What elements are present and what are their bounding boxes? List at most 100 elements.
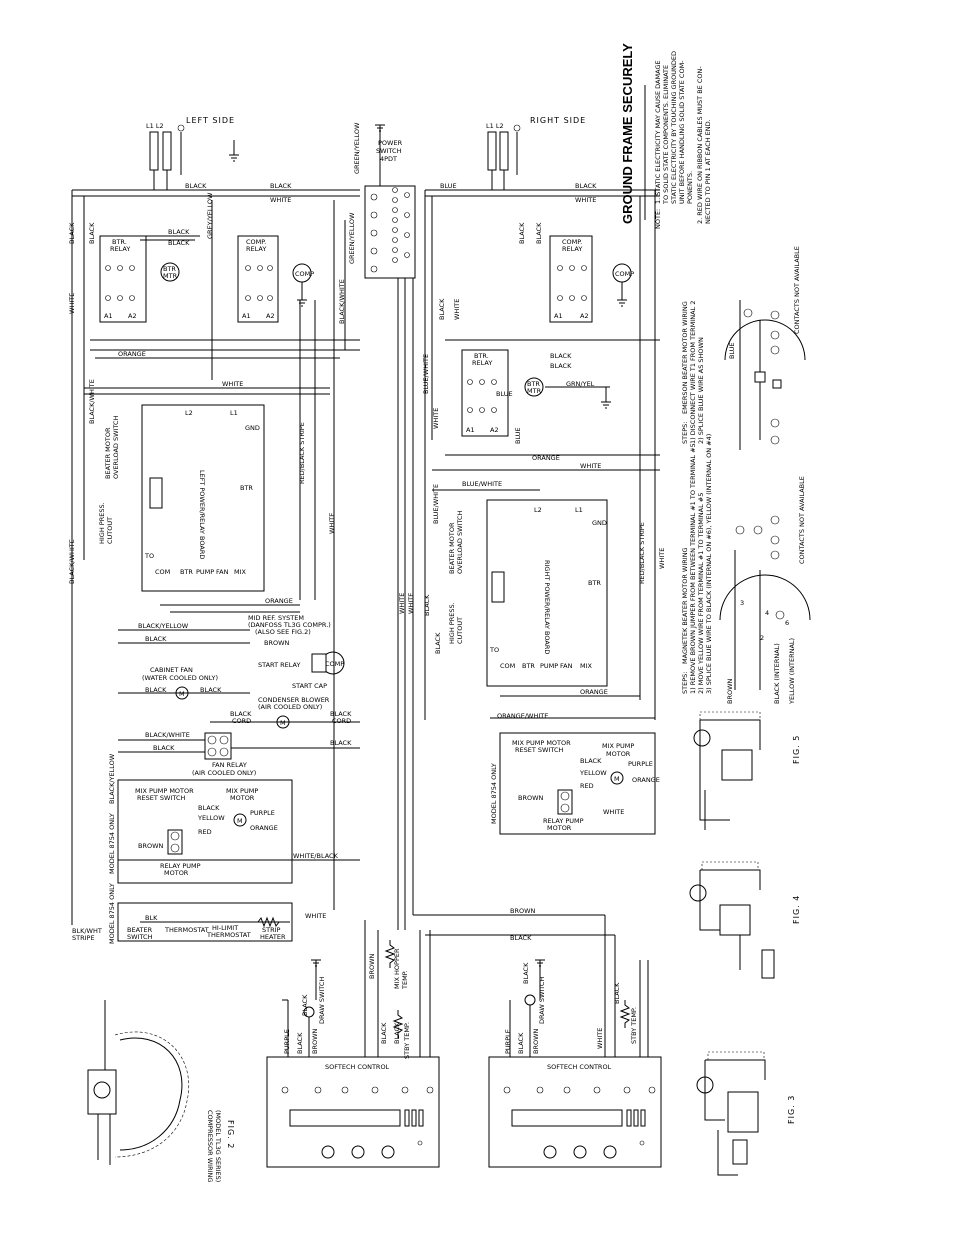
wire-label-blue-white: BLUE/WHITE [462, 480, 502, 488]
left-side-label: LEFT SIDE [186, 116, 235, 125]
note-line-6: 2. RED WIRE ON RIBBON CABLES MUST BE CON… [696, 66, 704, 224]
right-comp-relay-label-2: RELAY [562, 245, 582, 253]
wire-label-black: BLACK [168, 239, 190, 247]
svg-text:A1: A1 [242, 312, 251, 320]
right-fuse-l1 [487, 131, 497, 171]
right-side-label: RIGHT SIDE [530, 116, 586, 125]
left-cabinet-fan-label-2: (WATER COOLED ONLY) [142, 674, 218, 682]
svg-text:A1: A1 [554, 312, 563, 320]
left-comp-relay-label: COMP. [246, 238, 266, 246]
wire-label-brown: BROWN [518, 794, 544, 802]
wire-label-black: BLACK [200, 686, 222, 694]
wire-label-black: BLACK [575, 182, 597, 190]
wire-label-white: WHITE [407, 593, 415, 614]
wire-label-black-white: BLACK/WHITE [338, 279, 346, 324]
wire-label-purple: PURPLE [250, 809, 275, 817]
wire-label-stripe: STRIPE [72, 934, 95, 942]
left-compressor: COMP [292, 263, 314, 307]
wire-label-black-yellow: BLACK/YELLOW [138, 622, 189, 630]
wire-label-white: WHITE [68, 293, 76, 314]
left-mix-motor-label-2: MOTOR [230, 794, 255, 802]
emerson-step-2: 2) SPLICE BLUE WIRE AS SHOWN [697, 337, 705, 444]
svg-text:BTR: BTR [588, 579, 601, 587]
svg-text:A1: A1 [104, 312, 113, 320]
right-mix-motor-label-2: MOTOR [606, 750, 631, 758]
wire-label-black: BLACK [517, 1032, 525, 1054]
left-cabinet-fan-label: CABINET FAN [150, 666, 193, 674]
left-ground-icon [177, 124, 185, 175]
right-mix-pump-panel: MIX PUMP MOTOR RESET SWITCH MIX PUMP MOT… [490, 732, 660, 835]
right-relay-pump-label: RELAY PUMP [543, 817, 584, 825]
emerson-na-label: CONTACTS NOT AVAILABLE [793, 246, 801, 334]
svg-text:M: M [614, 775, 620, 783]
emerson-blue-label: BLUE [728, 342, 736, 359]
fig5-label: FIG. 5 [792, 735, 801, 764]
svg-text:L1: L1 [575, 506, 583, 514]
wire-label-brown: BROWN [510, 907, 536, 915]
left-board-label: LEFT POWER/RELAY BOARD [198, 470, 206, 559]
left-term-fan: FAN [216, 568, 229, 576]
wire-label-brown: BROWN [138, 842, 164, 850]
wire-label-black: BLACK [185, 182, 207, 190]
wire-label-red: RED [580, 782, 594, 790]
wire-label-brown: BROWN [532, 1028, 540, 1054]
wire-label-blue: BLUE [496, 390, 513, 398]
right-stby-thermistor [619, 1000, 631, 1028]
right-fuse-l2 [499, 131, 509, 171]
right-term-com: COM [500, 662, 515, 670]
wire-label-black: BLACK [88, 222, 96, 244]
left-refsys-label: MID REF. SYSTEM [248, 614, 304, 622]
wire-label-white: WHITE [603, 808, 624, 816]
wire-label-orange: ORANGE [118, 350, 146, 358]
wire-label-black: BLACK [145, 686, 167, 694]
wire-label-black: BLACK [168, 228, 190, 236]
svg-text:L2: L2 [185, 409, 193, 417]
wire-label-white: WHITE [305, 912, 326, 920]
left-heater-panel: BLK BEATER SWITCH THERMOSTAT HI-LIMIT TH… [108, 883, 293, 944]
svg-text:M: M [237, 817, 243, 825]
wire-label-black-cord: BLACK [230, 710, 252, 718]
left-stby-temp-label: STBY TEMP. [403, 1022, 411, 1059]
wire-label-black: BLACK [535, 222, 543, 244]
wire-label-grn-yel: GRN/YEL [566, 380, 595, 388]
right-draw-switch [524, 994, 536, 1006]
wire-label-black: BLACK [296, 1032, 304, 1054]
wire-label-purple: PURPLE [283, 1029, 291, 1054]
right-softech-control: SOFTECH CONTROL [488, 1056, 662, 1168]
wire-label-black: BLACK [270, 182, 292, 190]
svg-text:2: 2 [760, 634, 764, 642]
left-heater-label: BEATER [127, 926, 153, 934]
wire-label-black-white: BLACK/WHITE [88, 379, 96, 424]
wire-label-yellow: YELLOW [579, 769, 607, 777]
left-comp-relay-label-2: RELAY [246, 245, 266, 253]
note-line-2: TO SOLID STATE COMPONENTS. ELIMINATE [662, 65, 670, 205]
note-line-1: 1. STATIC ELECTRICITY MAY CAUSE DAMAGE [654, 60, 662, 204]
svg-text:TO: TO [489, 646, 499, 654]
right-board-label: RIGHT POWER/RELAY BOARD [543, 560, 551, 654]
svg-text:TO: TO [144, 552, 154, 560]
left-overload-label-2: OVERLOAD SWITCH [112, 415, 120, 479]
ground-frame-title: GROUND FRAME SECURELY [620, 43, 635, 224]
left-refsys-label-3: (ALSO SEE FIG.2) [255, 628, 311, 636]
wire-label-white: WHITE [453, 299, 461, 320]
fig3-label: FIG. 3 [787, 1095, 796, 1124]
wire-label-purple: PURPLE [504, 1029, 512, 1054]
wire-label-blue-white: BLUE/WHITE [422, 354, 430, 394]
right-term-fan: FAN [560, 662, 573, 670]
wire-label-white: WHITE [658, 548, 666, 569]
wire-label-black: BLACK [518, 222, 526, 244]
right-comp-label: COMP [615, 270, 634, 278]
wire-label-black: BLACK [438, 298, 446, 320]
right-stby-temp-label: STBY TEMP. [630, 1007, 638, 1044]
power-switch: POWER SWITCH 4PDT [364, 124, 416, 279]
wire-label-orange: ORANGE [265, 597, 293, 605]
left-mix-hopper-label-2: TEMP. [401, 970, 409, 990]
wire-label-black-cord: BLACK [330, 710, 352, 718]
wire-label-black-white: BLACK/WHITE [68, 539, 76, 584]
right-mix-pump-label-2: RESET SWITCH [515, 746, 563, 754]
wire-label-black: BLACK [380, 1022, 388, 1044]
left-line-labels: L1 L2 [146, 122, 164, 130]
